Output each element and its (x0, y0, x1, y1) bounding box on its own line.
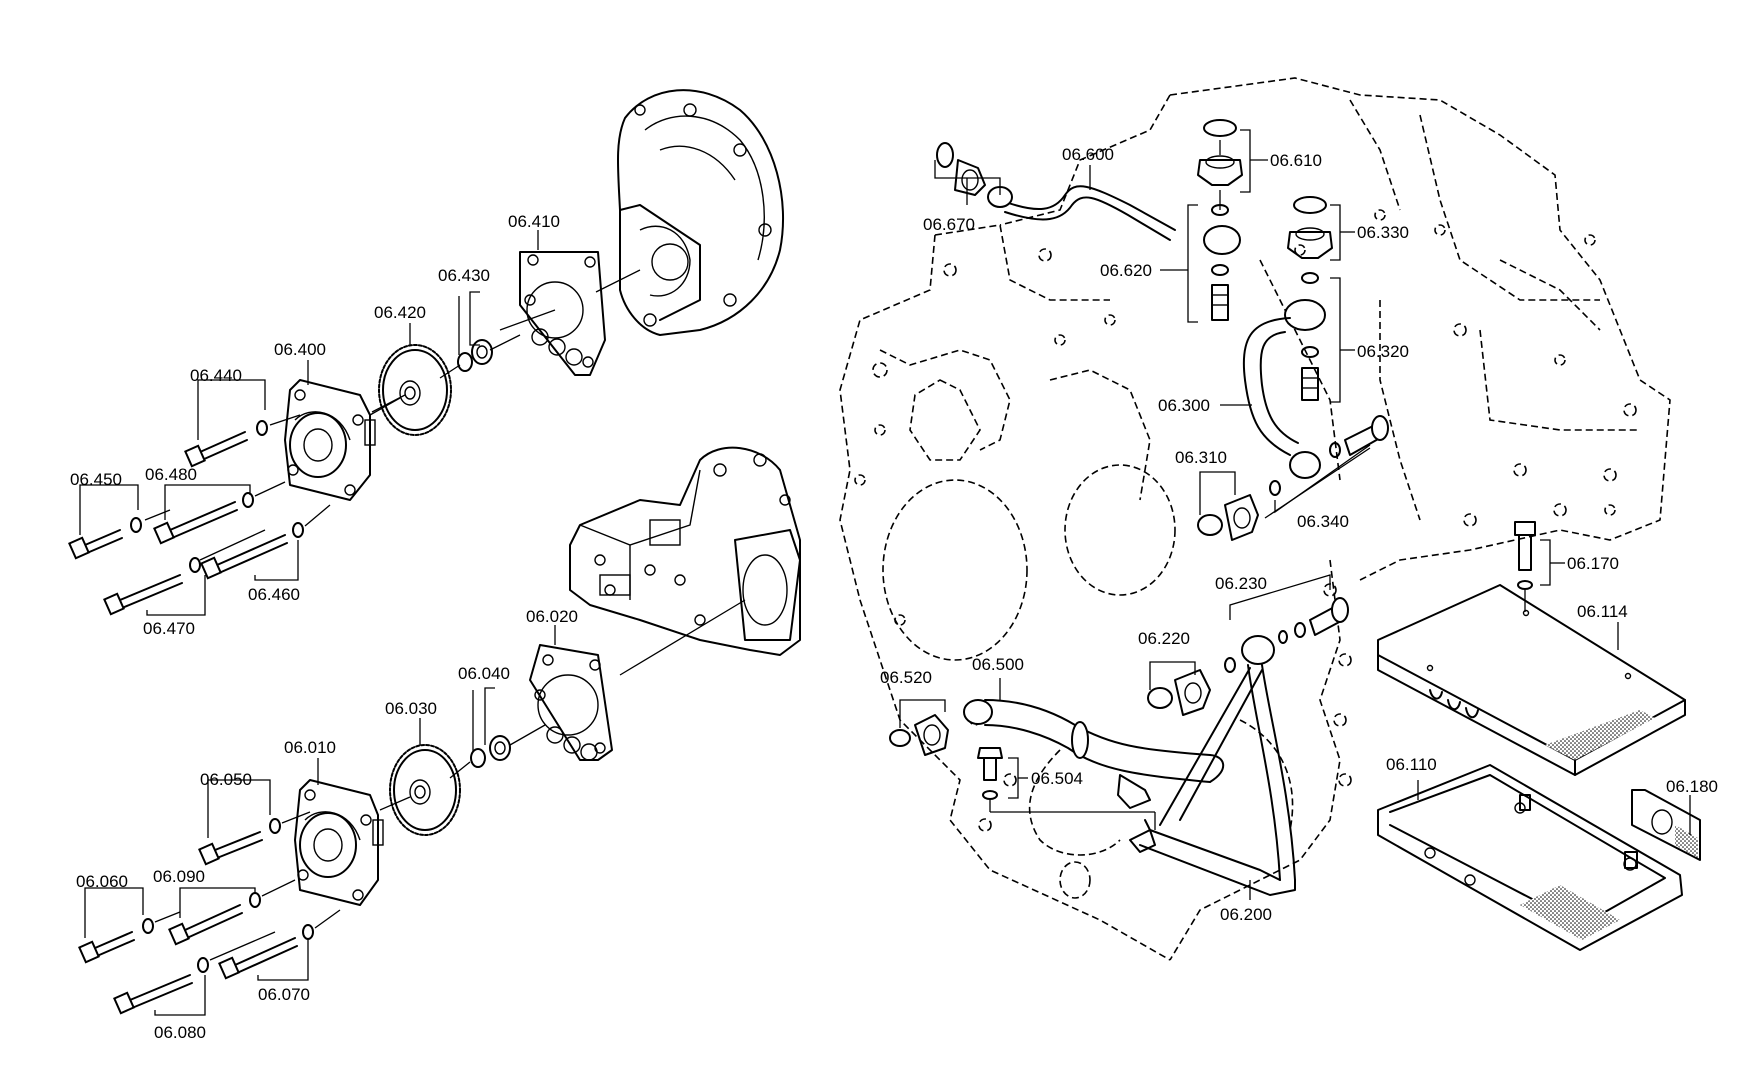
plate-06-180 (1631, 789, 1701, 861)
label-06-200: 06.200 (1220, 905, 1272, 924)
label-06-080: 06.080 (154, 1023, 206, 1042)
gasket-06-020 (529, 644, 613, 761)
label-06-300: 06.300 (1158, 396, 1210, 415)
label-06-610: 06.610 (1270, 151, 1322, 170)
label-06-180: 06.180 (1666, 777, 1718, 796)
label-06-420: 06.420 (374, 303, 426, 322)
label-06-470: 06.470 (143, 619, 195, 638)
bolt-06-050 (198, 818, 281, 866)
label-06-600: 06.600 (1062, 145, 1114, 164)
label-06-320: 06.320 (1357, 342, 1409, 361)
label-06-670: 06.670 (923, 215, 975, 234)
banjo-06-620 (1203, 204, 1241, 321)
leader-lines (79, 129, 1691, 1016)
cover-06-114 (1377, 584, 1686, 776)
label-06-040: 06.040 (458, 664, 510, 683)
label-06-500: 06.500 (972, 655, 1024, 674)
oil-pan-06-110 (1377, 764, 1683, 951)
label-06-330: 06.330 (1357, 223, 1409, 242)
pipe-06-300 (1242, 317, 1321, 479)
plug-06-520 (889, 714, 949, 756)
label-06-410: 06.410 (508, 212, 560, 231)
part-labels: 06.410 06.430 06.420 06.400 06.440 06.45… (70, 145, 1718, 1042)
label-06-520: 06.520 (880, 668, 932, 687)
pump-06-010 (294, 779, 384, 906)
label-06-010: 06.010 (284, 738, 336, 757)
banjo-bolt-06-230 (1278, 597, 1349, 644)
top-housing-assembly (617, 89, 784, 336)
ring-06-310 (1269, 480, 1281, 496)
bolt-06-080 (113, 957, 209, 1015)
ring-06-220 (1224, 657, 1236, 673)
label-06-220: 06.220 (1138, 629, 1190, 648)
label-06-110: 06.110 (1386, 755, 1437, 774)
banjo-bolt-06-340 (1329, 415, 1389, 458)
banjo-06-320 (1284, 272, 1326, 401)
bolt-06-460 (200, 522, 304, 580)
bolt-06-480 (153, 492, 254, 545)
label-06-504: 06.504 (1031, 769, 1083, 788)
plug-06-220 (1147, 669, 1211, 716)
label-06-440: 06.440 (190, 366, 242, 385)
label-06-310: 06.310 (1175, 448, 1227, 467)
label-06-030: 06.030 (385, 699, 437, 718)
bolt-06-090 (168, 892, 261, 946)
label-06-480: 06.480 (145, 465, 197, 484)
middle-housing-assembly (569, 446, 801, 656)
nut-washer-06-430 (457, 339, 493, 372)
pipe-06-200 (1129, 635, 1296, 896)
label-06-114: 06.114 (1577, 602, 1628, 621)
label-06-230: 06.230 (1215, 574, 1267, 593)
label-06-060: 06.060 (76, 872, 128, 891)
bolt-06-170 (1514, 521, 1536, 590)
pump-06-400 (284, 379, 376, 501)
label-06-620: 06.620 (1100, 261, 1152, 280)
bolt-06-450 (68, 517, 142, 560)
label-06-020: 06.020 (526, 607, 578, 626)
label-06-340: 06.340 (1297, 512, 1349, 531)
nut-washer-06-040 (470, 735, 511, 768)
label-06-430: 06.430 (438, 266, 490, 285)
bolt-06-060 (78, 918, 154, 964)
bolt-06-440 (184, 420, 268, 468)
label-06-170: 06.170 (1567, 554, 1619, 573)
pipe-06-600 (987, 185, 1176, 241)
bolt-06-470 (103, 557, 201, 616)
fitting-06-670 (936, 142, 986, 196)
pipe-06-500 (963, 699, 1225, 809)
plug-06-330 (1287, 196, 1333, 259)
gearbox-housing-outline (839, 77, 1671, 961)
label-06-050: 06.050 (200, 770, 252, 789)
gear-06-030 (389, 744, 461, 836)
plug-06-610 (1197, 119, 1243, 186)
label-06-070: 06.070 (258, 985, 310, 1004)
label-06-400: 06.400 (274, 340, 326, 359)
plug-06-310 (1197, 494, 1259, 541)
label-06-090: 06.090 (153, 867, 205, 886)
gasket-06-410 (519, 251, 606, 376)
label-06-460: 06.460 (248, 585, 300, 604)
gear-06-420 (378, 344, 452, 436)
bolt-06-070 (218, 924, 314, 980)
bolt-06-504 (977, 747, 1003, 800)
label-06-450: 06.450 (70, 470, 122, 489)
